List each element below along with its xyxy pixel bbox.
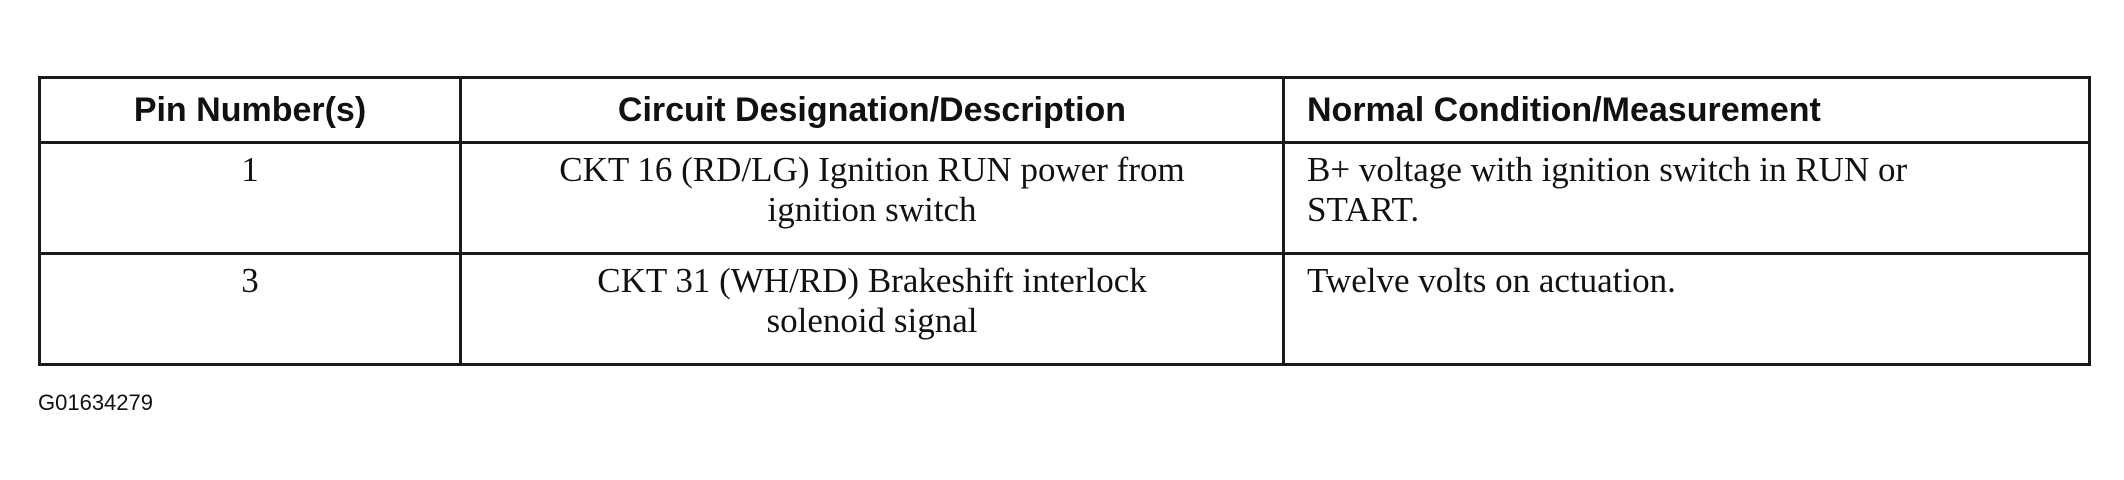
description-line: solenoid signal bbox=[766, 301, 978, 340]
description-cell: CKT 16 (RD/LG) Ignition RUN power from i… bbox=[459, 141, 1285, 255]
table-row: 1 CKT 16 (RD/LG) Ignition RUN power from… bbox=[38, 141, 2091, 255]
circuit-table: Pin Number(s) Circuit Designation/Descri… bbox=[38, 76, 2091, 366]
header-normal-condition: Normal Condition/Measurement bbox=[1282, 76, 2091, 144]
measurement-cell: B+ voltage with ignition switch in RUN o… bbox=[1282, 141, 2091, 255]
description-line: CKT 16 (RD/LG) Ignition RUN power from bbox=[559, 150, 1185, 189]
circuit-table-container: Pin Number(s) Circuit Designation/Descri… bbox=[38, 76, 2091, 366]
pin-cell: 3 bbox=[38, 252, 462, 366]
header-circuit-description: Circuit Designation/Description bbox=[459, 76, 1285, 144]
table-header-row: Pin Number(s) Circuit Designation/Descri… bbox=[38, 76, 2091, 144]
measurement-line: Twelve volts on actuation. bbox=[1307, 261, 1676, 300]
figure-id-label: G01634279 bbox=[38, 390, 153, 415]
header-pin-number: Pin Number(s) bbox=[38, 76, 462, 144]
table-row: 3 CKT 31 (WH/RD) Brakeshift interlock so… bbox=[38, 252, 2091, 366]
description-cell: CKT 31 (WH/RD) Brakeshift interlock sole… bbox=[459, 252, 1285, 366]
measurement-line: B+ voltage with ignition switch in RUN o… bbox=[1307, 150, 1908, 189]
description-line: CKT 31 (WH/RD) Brakeshift interlock bbox=[597, 261, 1147, 300]
measurement-line: START. bbox=[1307, 190, 1420, 229]
pin-cell: 1 bbox=[38, 141, 462, 255]
description-line: ignition switch bbox=[767, 190, 977, 229]
measurement-cell: Twelve volts on actuation. bbox=[1282, 252, 2091, 366]
